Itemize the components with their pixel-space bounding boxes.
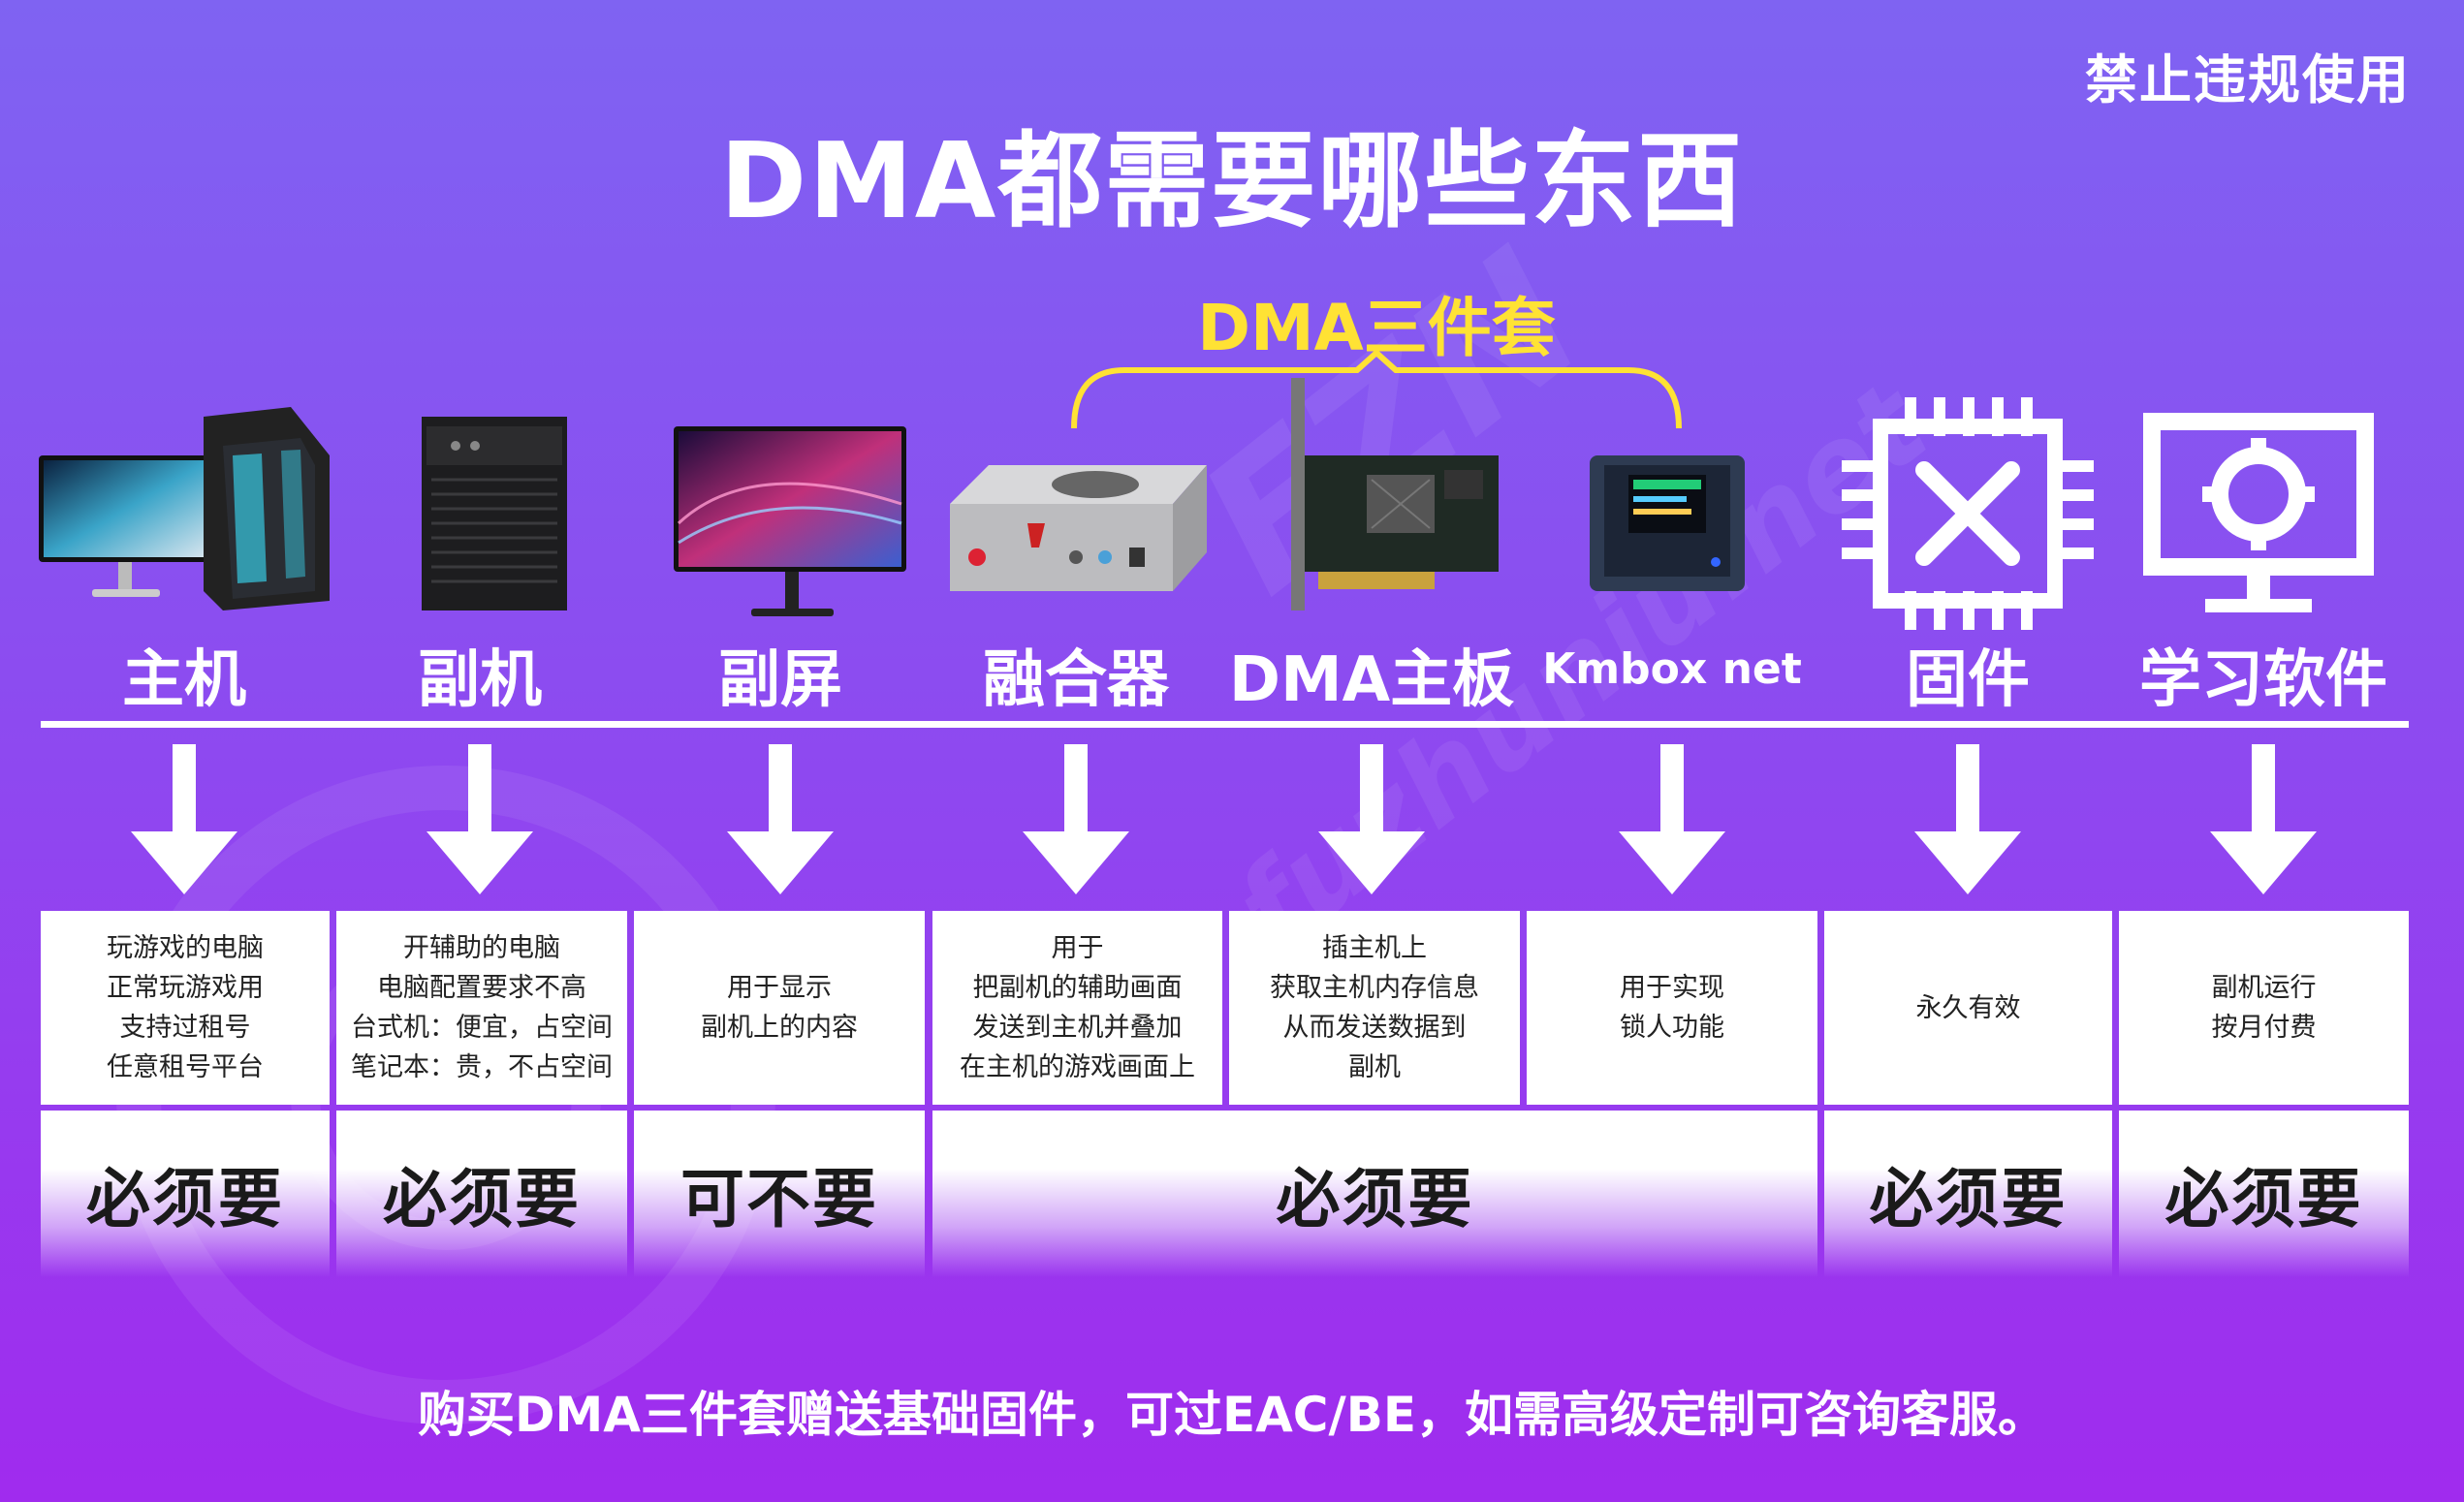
fuser-box-icon xyxy=(950,465,1207,591)
description-box: 用于 把副机的辅助画面 发送到主机并叠加 在主机的游戏画面上 xyxy=(932,911,1222,1105)
dma-card-icon xyxy=(1291,378,1499,610)
verdict-required: 必须要 xyxy=(336,1111,627,1277)
item-label-host: 主机 xyxy=(122,644,246,716)
description-text: 副机运行 按月付费 xyxy=(2211,973,2317,1043)
tower-pc-icon xyxy=(422,417,567,610)
down-arrow-icon xyxy=(2210,744,2317,894)
verdict-required: 必须要 xyxy=(41,1111,330,1277)
verdict-optional: 可不要 xyxy=(634,1111,925,1277)
usage-warning: 禁止违规使用 xyxy=(2085,49,2411,110)
down-arrow-icon xyxy=(1619,744,1725,894)
chip-tools-icon xyxy=(1842,397,2094,630)
description-box: 开辅助的电脑 电脑配置要求不高 台式机：便宜，占空间 笔记本：贵，不占空间 xyxy=(336,911,627,1105)
description-box: 永久有效 xyxy=(1824,911,2112,1105)
item-label-dma-board: DMA主板 xyxy=(1228,644,1515,716)
divider-line xyxy=(41,721,2409,728)
down-arrow-icon xyxy=(1318,744,1425,894)
description-text: 插主机上 获取主机内存信息 从而发送数据到 副机 xyxy=(1270,933,1479,1082)
down-arrow-icon xyxy=(1023,744,1129,894)
verdict-required: 必须要 xyxy=(2119,1111,2409,1277)
kit-brace xyxy=(1071,349,1682,429)
description-text: 玩游戏的电脑 正常玩游戏用 支持过租号 任意租号平台 xyxy=(107,933,264,1082)
page-title: DMA都需要哪些东西 xyxy=(719,121,1745,242)
item-label-kmbox: Kmbox net xyxy=(1542,644,1802,694)
monitor-gear-icon xyxy=(2143,413,2374,612)
verdict-required: 必须要 xyxy=(1824,1111,2112,1277)
description-box: 用于实现 锁人功能 xyxy=(1527,911,1817,1105)
item-label-fuser: 融合器 xyxy=(983,644,1169,716)
down-arrow-icon xyxy=(131,744,237,894)
description-box: 副机运行 按月付费 xyxy=(2119,911,2409,1105)
description-text: 永久有效 xyxy=(1915,992,2021,1023)
item-label-firmware: 固件 xyxy=(1906,644,2030,716)
down-arrow-icon xyxy=(1914,744,2021,894)
description-box: 插主机上 获取主机内存信息 从而发送数据到 副机 xyxy=(1229,911,1520,1105)
item-label-secondary-pc: 副机 xyxy=(418,644,542,716)
description-box: 玩游戏的电脑 正常玩游戏用 支持过租号 任意租号平台 xyxy=(41,911,330,1105)
description-text: 用于实现 锁人功能 xyxy=(1620,973,1724,1043)
footer-note: 购买DMA三件套赠送基础固件，可过EAC/BE，如需高级定制可咨询客服。 xyxy=(417,1387,2047,1443)
gaming-pc-icon xyxy=(39,407,330,610)
description-box: 用于显示 副机上的内容 xyxy=(634,911,925,1105)
monitor-icon xyxy=(674,426,906,616)
item-label-secondary-screen: 副屏 xyxy=(718,644,842,716)
description-text: 用于显示 副机上的内容 xyxy=(701,973,858,1043)
description-text: 开辅助的电脑 电脑配置要求不高 台式机：便宜，占空间 笔记本：贵，不占空间 xyxy=(351,933,613,1082)
down-arrow-icon xyxy=(426,744,533,894)
description-text: 用于 把副机的辅助画面 发送到主机并叠加 在主机的游戏画面上 xyxy=(960,933,1195,1082)
kmbox-icon xyxy=(1590,455,1745,591)
verdict-required-kit: 必须要 xyxy=(932,1111,1817,1277)
item-label-software: 学习软件 xyxy=(2139,644,2387,716)
down-arrow-icon xyxy=(727,744,834,894)
